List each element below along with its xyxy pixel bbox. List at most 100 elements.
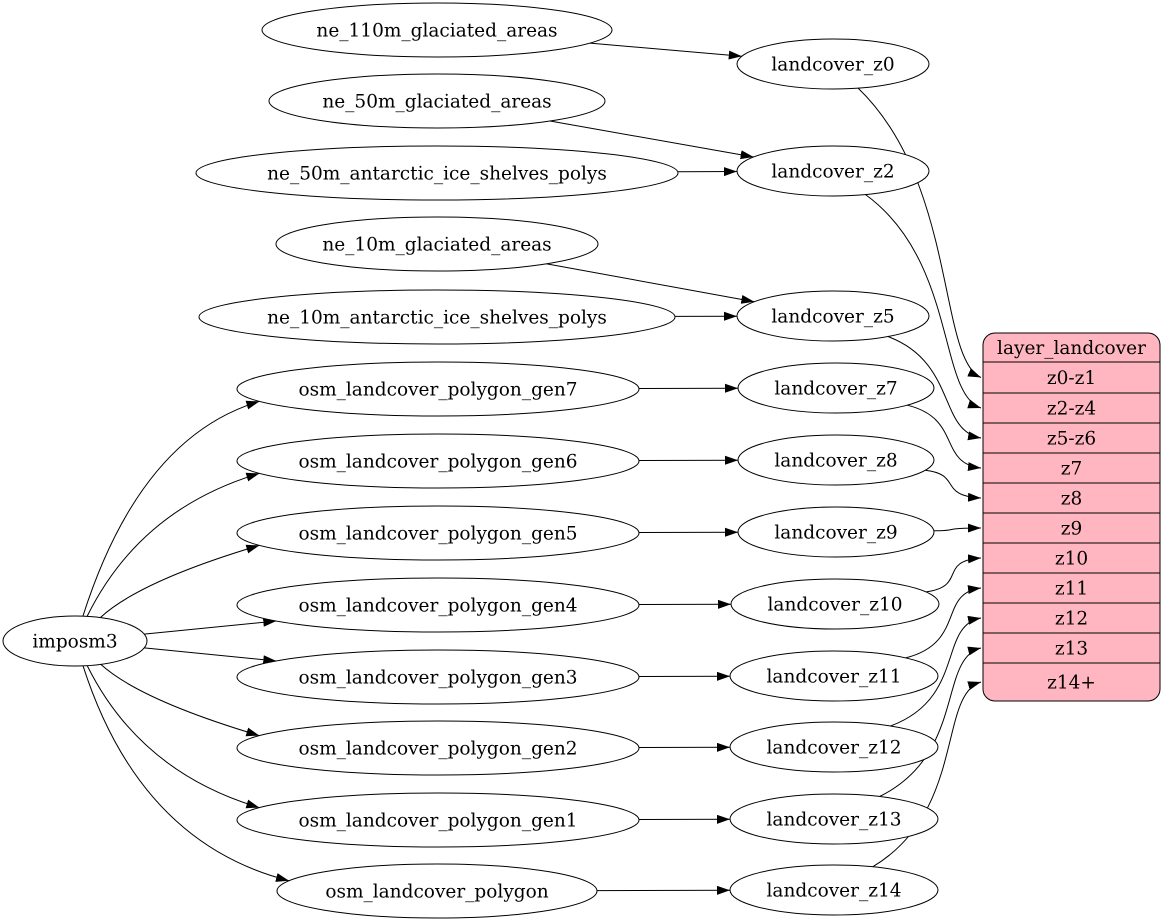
node-landcover_z13: landcover_z13 xyxy=(729,793,939,845)
table-layer-landcover: layer_landcover z0-z1 z2-z4 z5-z6 z7 z8 z9 z10 z… xyxy=(982,332,1161,702)
ellipse-osm_landcover_polygon_gen7 xyxy=(236,361,640,417)
ellipse-landcover_z5 xyxy=(736,290,930,342)
label-ne_110m_glaciated_areas: ne_110m_glaciated_areas xyxy=(316,21,557,42)
edge-landcover_z13-z13 xyxy=(879,646,982,797)
ellipse-osm_landcover_polygon_gen3 xyxy=(236,649,640,705)
edge-ne_50m_glaciated_areas-landcover_z2 xyxy=(549,120,754,160)
edge-landcover_z2-z2-z4 xyxy=(865,194,982,409)
ellipse-ne_110m_glaciated_areas xyxy=(261,2,613,58)
edge-imposm3-osm_landcover_polygon_gen5 xyxy=(99,544,260,618)
edge-landcover_z12-z12 xyxy=(890,615,982,727)
label-imposm3: imposm3 xyxy=(32,632,117,653)
label-landcover_z12: landcover_z12 xyxy=(767,738,902,759)
edge-landcover_z9-z9 xyxy=(933,523,982,533)
node-landcover_z9: landcover_z9 xyxy=(737,506,935,558)
table-row-z13: z13 xyxy=(1055,639,1088,660)
ellipse-ne_10m_antarctic_ice_shelves_polys xyxy=(198,289,676,345)
label-ne_10m_glaciated_areas: ne_10m_glaciated_areas xyxy=(322,235,551,256)
label-osm_landcover_polygon_gen3: osm_landcover_polygon_gen3 xyxy=(298,668,577,689)
edge-imposm3-osm_landcover_polygon_gen2 xyxy=(100,663,260,737)
ellipse-landcover_z12 xyxy=(729,721,939,773)
node-osm_landcover_polygon_gen2: osm_landcover_polygon_gen2 xyxy=(236,720,640,776)
label-landcover_z7: landcover_z7 xyxy=(774,379,897,400)
label-osm_landcover_polygon_gen1: osm_landcover_polygon_gen1 xyxy=(298,811,577,832)
label-landcover_z9: landcover_z9 xyxy=(774,523,897,544)
node-osm_landcover_polygon_gen7: osm_landcover_polygon_gen7 xyxy=(236,361,640,417)
edge-landcover_z11-z11 xyxy=(905,585,982,659)
node-ne_50m_antarctic_ice_shelves_polys: ne_50m_antarctic_ice_shelves_polys xyxy=(195,145,679,201)
edge-imposm3-osm_landcover_polygon_gen6 xyxy=(86,472,260,617)
label-landcover_z14: landcover_z14 xyxy=(767,881,902,902)
node-imposm3: imposm3 xyxy=(2,615,148,667)
edge-imposm3-osm_landcover_polygon_gen7 xyxy=(82,400,260,617)
node-ne_10m_antarctic_ice_shelves_polys: ne_10m_antarctic_ice_shelves_polys xyxy=(198,289,676,345)
label-landcover_z13: landcover_z13 xyxy=(767,810,902,831)
edge-landcover_z7-z7 xyxy=(907,404,982,472)
label-osm_landcover_polygon_gen2: osm_landcover_polygon_gen2 xyxy=(298,739,577,760)
label-osm_landcover_polygon_gen7: osm_landcover_polygon_gen7 xyxy=(298,380,577,401)
ellipse-landcover_z9 xyxy=(737,506,935,558)
table-row-z0-z1: z0-z1 xyxy=(1047,368,1096,389)
node-osm_landcover_polygon_gen5: osm_landcover_polygon_gen5 xyxy=(236,505,640,561)
node-landcover_z2: landcover_z2 xyxy=(736,145,930,197)
edge-imposm3-osm_landcover_polygon xyxy=(82,665,290,882)
node-ne_50m_glaciated_areas: ne_50m_glaciated_areas xyxy=(268,73,606,129)
label-ne_50m_antarctic_ice_shelves_polys: ne_50m_antarctic_ice_shelves_polys xyxy=(267,164,607,185)
label-osm_landcover_polygon_gen4: osm_landcover_polygon_gen4 xyxy=(298,596,577,617)
node-landcover_z7: landcover_z7 xyxy=(737,362,935,414)
edge-imposm3-osm_landcover_polygon_gen1 xyxy=(86,665,260,809)
ellipse-ne_10m_glaciated_areas xyxy=(275,216,599,272)
label-landcover_z8: landcover_z8 xyxy=(774,451,897,472)
node-osm_landcover_polygon: osm_landcover_polygon xyxy=(276,863,598,919)
ellipse-landcover_z7 xyxy=(737,362,935,414)
table-row-z12: z12 xyxy=(1055,609,1088,630)
label-osm_landcover_polygon_gen6: osm_landcover_polygon_gen6 xyxy=(298,452,577,473)
ellipse-imposm3 xyxy=(2,615,148,667)
node-landcover_z11: landcover_z11 xyxy=(729,650,939,702)
label-ne_10m_antarctic_ice_shelves_polys: ne_10m_antarctic_ice_shelves_polys xyxy=(267,308,607,329)
table-title: layer_landcover xyxy=(997,338,1146,359)
table-row-z7: z7 xyxy=(1061,459,1083,480)
table-row-z5-z6: z5-z6 xyxy=(1047,429,1096,450)
ellipse-landcover_z14 xyxy=(729,864,939,916)
label-ne_50m_glaciated_areas: ne_50m_glaciated_areas xyxy=(322,92,551,113)
edge-landcover_z5-z5-z6 xyxy=(887,336,982,441)
node-osm_landcover_polygon_gen3: osm_landcover_polygon_gen3 xyxy=(236,649,640,705)
table-row-z14+: z14+ xyxy=(1047,673,1096,694)
table-row-z2-z4: z2-z4 xyxy=(1047,399,1096,420)
ellipse-osm_landcover_polygon_gen6 xyxy=(236,433,640,489)
label-landcover_z10: landcover_z10 xyxy=(768,595,903,616)
label-landcover_z11: landcover_z11 xyxy=(767,667,902,688)
ellipse-landcover_z8 xyxy=(737,434,935,486)
ellipse-ne_50m_antarctic_ice_shelves_polys xyxy=(195,145,679,201)
node-landcover_z14: landcover_z14 xyxy=(729,864,939,916)
node-landcover_z8: landcover_z8 xyxy=(737,434,935,486)
table-border xyxy=(982,332,1161,702)
node-landcover_z0: landcover_z0 xyxy=(736,38,930,90)
ellipse-osm_landcover_polygon_gen4 xyxy=(236,577,640,633)
table-row-z8: z8 xyxy=(1061,489,1083,510)
ellipse-landcover_z11 xyxy=(729,650,939,702)
table-row-z10: z10 xyxy=(1055,549,1088,570)
edge-ne_110m_glaciated_areas-landcover_z0 xyxy=(589,42,742,60)
label-landcover_z2: landcover_z2 xyxy=(771,162,894,183)
node-ne_10m_glaciated_areas: ne_10m_glaciated_areas xyxy=(275,216,599,272)
edge-landcover_z10-z10 xyxy=(926,554,982,593)
table-row-z11: z11 xyxy=(1055,579,1088,600)
node-landcover_z10: landcover_z10 xyxy=(730,578,940,630)
edge-landcover_z0-z0-z1 xyxy=(857,87,982,378)
edge-ne_10m_glaciated_areas-landcover_z5 xyxy=(546,263,755,304)
node-osm_landcover_polygon_gen4: osm_landcover_polygon_gen4 xyxy=(236,577,640,633)
table-row-z9: z9 xyxy=(1061,519,1083,540)
ellipse-osm_landcover_polygon_gen1 xyxy=(236,792,640,848)
ellipse-osm_landcover_polygon_gen2 xyxy=(236,720,640,776)
ellipse-landcover_z2 xyxy=(736,145,930,197)
edge-imposm3-osm_landcover_polygon_gen3 xyxy=(144,647,277,665)
node-landcover_z12: landcover_z12 xyxy=(729,721,939,773)
node-osm_landcover_polygon_gen6: osm_landcover_polygon_gen6 xyxy=(236,433,640,489)
label-landcover_z5: landcover_z5 xyxy=(771,307,894,328)
label-landcover_z0: landcover_z0 xyxy=(771,55,894,76)
edge-imposm3-osm_landcover_polygon_gen4 xyxy=(144,617,277,635)
